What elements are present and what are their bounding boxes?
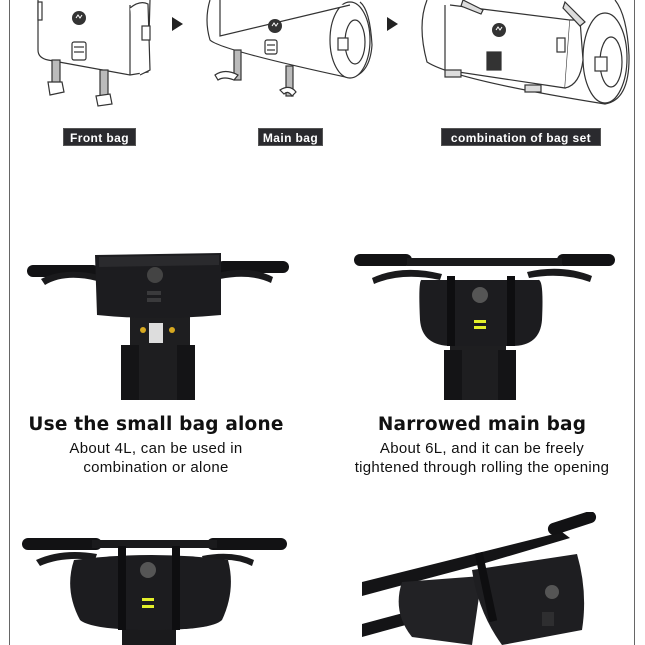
caption-title: Use the small bag alone: [28, 414, 284, 435]
combined-bag-illustration: [421, 0, 630, 105]
caption-title: Narrowed main bag: [377, 414, 587, 435]
bag-set-angled-view-photo: [362, 512, 597, 645]
small-bag-on-handlebar-photo: [27, 253, 289, 400]
caption-line: combination or alone: [83, 459, 229, 476]
front-bag-illustration: [37, 0, 151, 107]
caption-line: tightened through rolling the opening: [354, 459, 610, 476]
arrow-right-icon: [172, 17, 183, 31]
frame-right-border: [634, 0, 635, 645]
step-label-front-bag: Front bag: [63, 128, 136, 146]
full-roll-bag-front-view-photo: [22, 538, 287, 645]
main-bag-illustration: [206, 0, 373, 97]
caption-line: About 6L, and it can be freely: [379, 440, 585, 457]
caption-line: About 4L, can be used in: [69, 440, 243, 457]
caption-main-bag: Narrowed main bag About 6L, and it can b…: [335, 414, 629, 477]
narrowed-main-bag-on-handlebar-photo: [354, 254, 615, 400]
caption-small-bag: Use the small bag alone About 4L, can be…: [20, 414, 292, 477]
step-label-combination: combination of bag set: [441, 128, 601, 146]
step-label-main-bag: Main bag: [258, 128, 323, 146]
frame-left-border: [9, 0, 10, 645]
arrow-right-icon: [387, 17, 398, 31]
